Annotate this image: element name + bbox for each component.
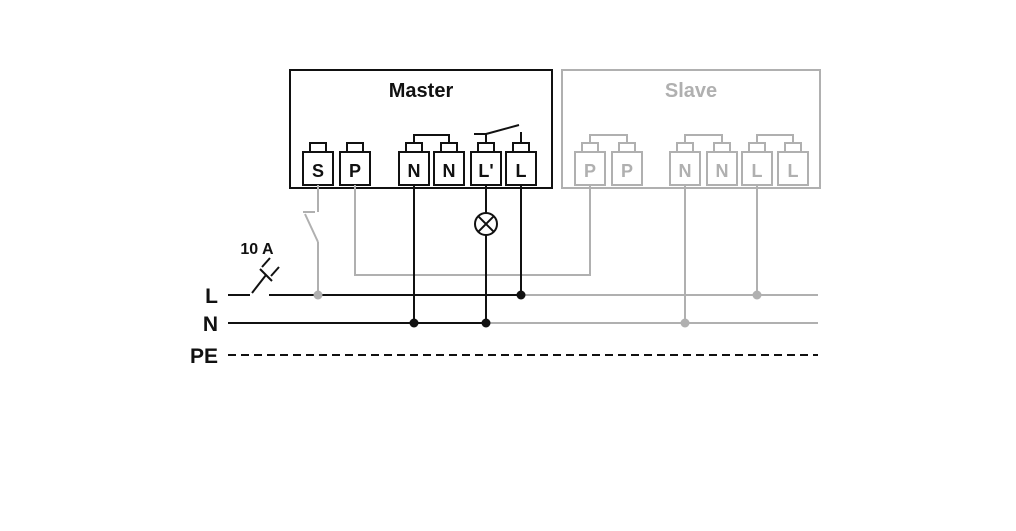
connection-dot-slave-l [752,290,762,300]
slave-terminal-p1: P [574,142,606,186]
terminal-box [741,151,773,186]
external-switch-branch [303,185,319,295]
slave-terminal-n1: N [669,142,701,186]
contact-blade [485,124,520,135]
terminal-label: N [679,161,692,181]
master-enclosure [289,69,553,189]
terminal-label: P [584,161,596,181]
connection-dot-slave-n [680,318,690,328]
master-terminal-s: S [302,142,334,186]
plug-body-bar [259,268,273,282]
line-label-n: N [203,313,218,336]
slave-title: Slave [665,80,717,102]
connection-dot-lamp-n [481,318,491,328]
terminal-tab [405,142,423,153]
slave-terminal-n2: N [706,142,738,186]
terminal-label: N [716,161,729,181]
terminal-label: P [621,161,633,181]
connection-dot-master-n [409,318,419,328]
terminal-label: L [788,161,799,181]
master-nn-bridge [413,134,450,143]
master-relay-contact-icon [474,124,522,143]
terminal-tab [346,142,364,153]
connection-dot-master-l [516,290,526,300]
terminal-tab [477,142,495,153]
terminal-box [611,151,643,186]
master-title: Master [389,80,454,102]
junction-dots [313,290,762,328]
master-terminal-p: P [339,142,371,186]
plug-stem [251,274,267,294]
terminal-tab [784,142,802,153]
master-terminal-l: L [505,142,537,186]
supply-line-labels: L N PE [190,285,218,368]
terminal-label: L [752,161,763,181]
terminal-box [398,151,430,186]
terminal-box [433,151,465,186]
terminal-label: S [312,161,324,181]
terminal-label: L [516,161,527,181]
terminal-tab [713,142,731,153]
p-link-wire [354,185,591,276]
terminal-label: L' [478,161,493,181]
terminal-box [470,151,502,186]
terminal-label: N [443,161,456,181]
slave-enclosure [561,69,821,189]
plug-prong-1 [261,257,271,268]
terminal-box [706,151,738,186]
terminal-label: N [408,161,421,181]
crossed-circle-lamp-icon [474,212,498,236]
terminal-tab [581,142,599,153]
terminal-tab [512,142,530,153]
open-switch-contact-icon [303,211,319,243]
slave-terminal-l1: L [741,142,773,186]
gray-wiring [303,185,818,324]
line-label-l: L [205,285,218,308]
master-terminal-l-switched: L' [470,142,502,186]
breaker-rating-label: 10 A [240,241,274,258]
terminal-tab [309,142,327,153]
terminal-tab [676,142,694,153]
terminal-tab [618,142,636,153]
slave-terminal-l2: L [777,142,809,186]
connection-dot-switch-l [313,290,323,300]
slave-pp-bridge [589,134,628,143]
terminal-tab [440,142,458,153]
plug-prong-2 [270,266,280,277]
switch-blade [304,213,319,243]
slave-terminal-p2: P [611,142,643,186]
slave-unit: Slave P P N N L [561,69,821,189]
master-terminal-n1: N [398,142,430,186]
line-label-pe: PE [190,345,218,368]
terminal-box [574,151,606,186]
slave-ll-bridge [756,134,794,143]
black-wiring [228,185,818,356]
terminal-label: P [349,161,361,181]
lamp-cross-2 [477,215,495,233]
terminal-tab [748,142,766,153]
master-unit: Master S P N N [289,69,553,189]
slave-nn-bridge [684,134,723,143]
terminal-box [777,151,809,186]
master-terminal-n2: N [433,142,465,186]
mains-plug-icon [251,257,280,294]
